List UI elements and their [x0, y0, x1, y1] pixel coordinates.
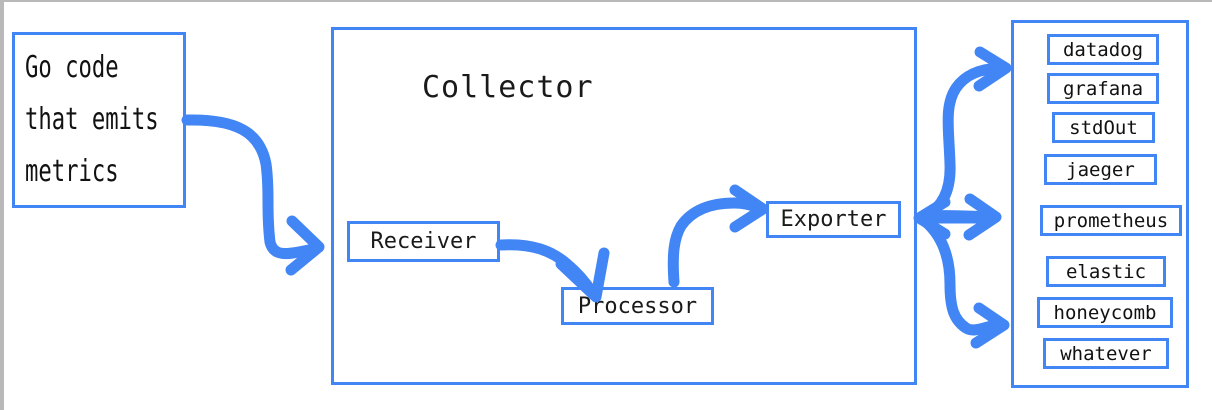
- arrow-fanout-top-head: [973, 46, 1012, 92]
- destinations-panel: datadog grafana stdOut jaeger prometheus…: [1011, 20, 1189, 388]
- destination-prometheus: prometheus: [1040, 205, 1182, 236]
- arrow-fanout-middle-head: [963, 193, 1002, 241]
- receiver-box: Receiver: [347, 221, 500, 262]
- exporter-box: Exporter: [766, 201, 901, 238]
- arrow-fanout-middle: [922, 210, 995, 223]
- collector-title: Collector: [422, 70, 594, 105]
- processor-box: Processor: [561, 287, 714, 325]
- go-code-line-1: Go code: [25, 50, 119, 85]
- destination-whatever: whatever: [1043, 338, 1169, 369]
- arrow-fanout-hub-head: [913, 196, 951, 240]
- go-code-box: Go code that emits metrics: [12, 32, 186, 208]
- arrow-fanout-bottom: [920, 216, 1002, 336]
- destination-jaeger: jaeger: [1044, 154, 1157, 185]
- destination-stdout: stdOut: [1052, 112, 1155, 143]
- arrow-source-to-receiver: [181, 114, 315, 259]
- arrow-fanout-bottom-head: [970, 302, 1010, 349]
- destination-grafana: grafana: [1047, 73, 1159, 104]
- destination-elastic: elastic: [1046, 256, 1166, 287]
- arrow-source-to-receiver-head: [285, 215, 325, 276]
- destination-honeycomb: honeycomb: [1037, 297, 1173, 328]
- go-code-line-3: metrics: [25, 154, 119, 189]
- go-code-line-2: that emits: [25, 102, 159, 137]
- arrow-fanout-top: [920, 62, 1005, 222]
- destination-datadog: datadog: [1047, 34, 1159, 65]
